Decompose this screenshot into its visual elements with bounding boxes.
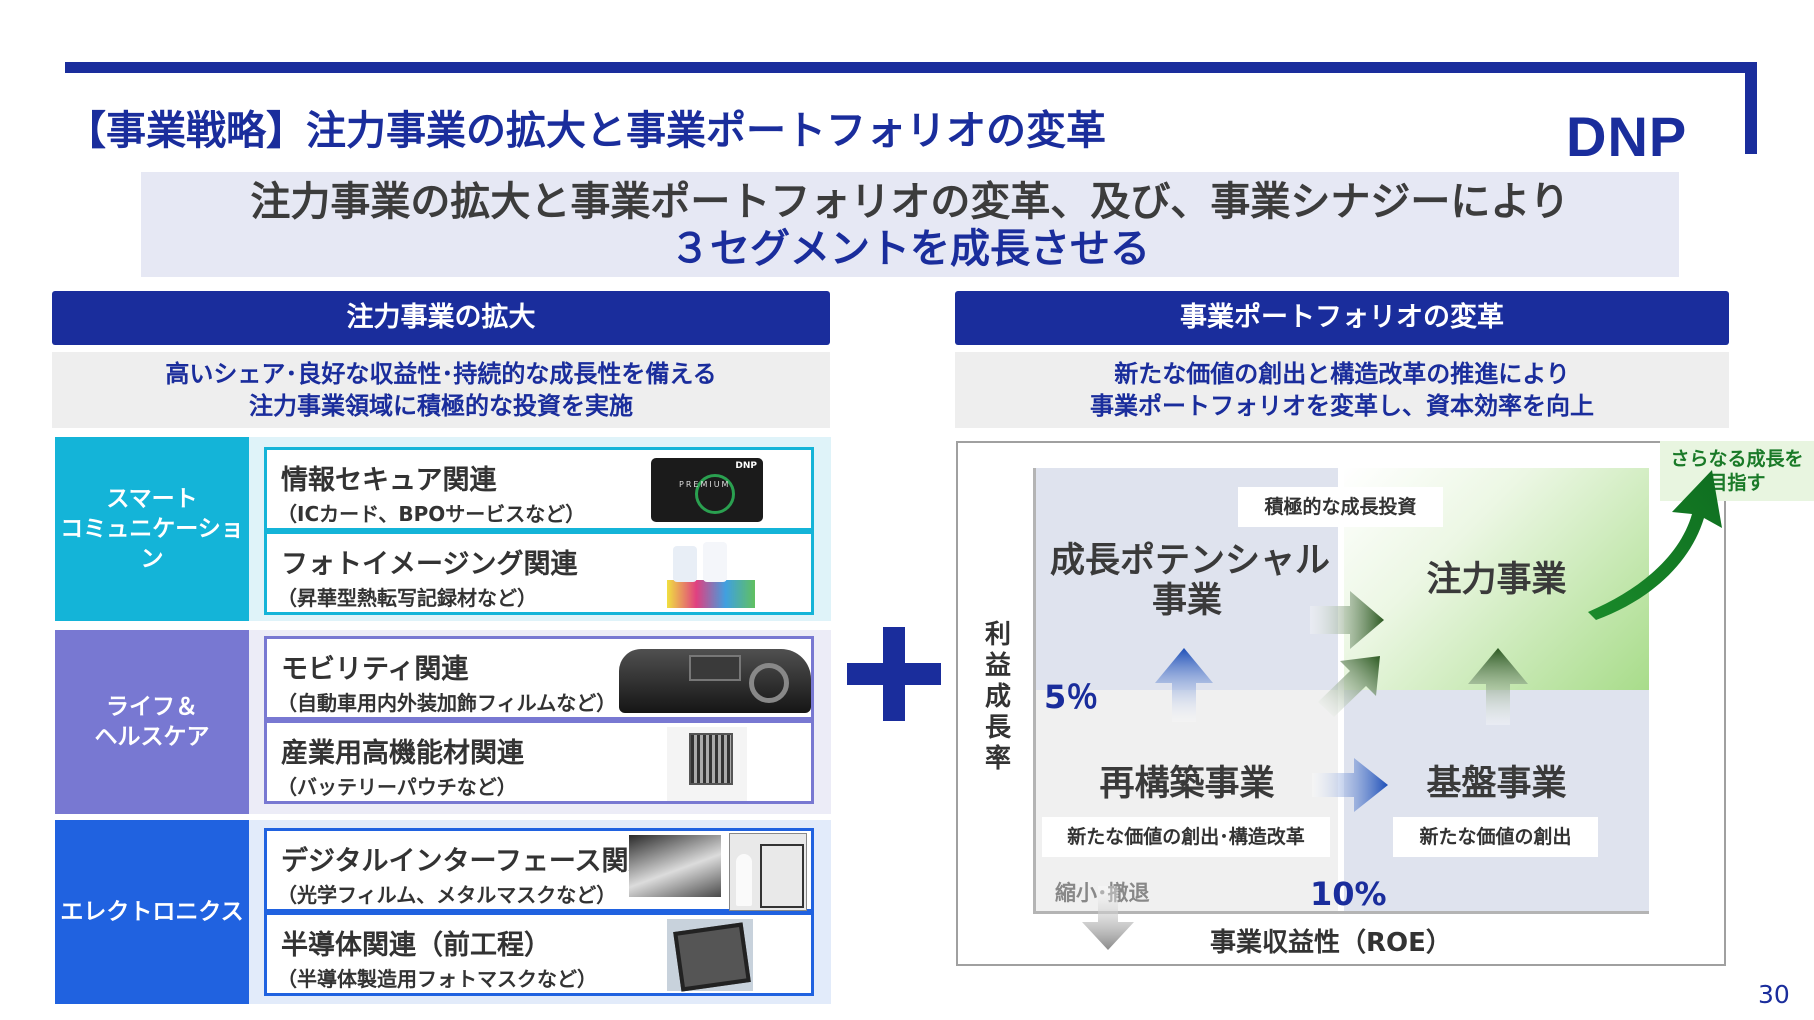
ic-card-image: DNP PREMIUM (651, 458, 763, 522)
arrow-right-blue-icon (1312, 758, 1388, 812)
tag-line: 目指す (1708, 472, 1766, 494)
business-item-mobility: モビリティ関連 （自動車用内外装加飾フィルムなど） (264, 636, 814, 720)
headline-line1: 注力事業の拡大と事業ポートフォリオの変革、及び、事業シナジーにより (250, 179, 1570, 225)
portfolio-transformation-heading: 事業ポートフォリオの変革 (955, 291, 1729, 345)
item-subtitle: （光学フィルム、メタルマスクなど） (277, 883, 617, 907)
photomask-image (667, 919, 753, 992)
subtitle-line: 高いシェア･良好な収益性･持続的な成長性を備える (165, 360, 717, 388)
item-subtitle: （半導体製造用フォトマスクなど） (277, 967, 597, 991)
arrow-up-green-icon (1468, 648, 1528, 725)
quadrant-base (1344, 690, 1649, 912)
segment-label-electronics: エレクトロニクス (55, 820, 249, 1004)
business-item-semiconductor: 半導体関連（前工程） （半導体製造用フォトマスクなど） (264, 912, 814, 996)
x-axis-title: 事業収益性（ROE） (1210, 928, 1452, 958)
tag-value-restructure: 新たな価値の創出･構造改革 (1042, 817, 1330, 857)
portfolio-transformation-subtitle: 新たな価値の創出と構造改革の推進により 事業ポートフォリオを変革し、資本効率を向… (955, 352, 1729, 428)
subtitle-line: 注力事業領域に積極的な投資を実施 (249, 392, 633, 420)
label-growth-potential: 成長ポテンシャル 事業 (1050, 541, 1331, 621)
headline-box: 注力事業の拡大と事業ポートフォリオの変革、及び、事業シナジーにより ３セグメント… (141, 172, 1679, 277)
item-title: フォトイメージング関連 (281, 549, 578, 580)
business-item-photo-imaging: フォトイメージング関連 （昇華型熱転写記録材など） (264, 531, 814, 615)
item-subtitle: （自動車用内外装加飾フィルムなど） (277, 691, 617, 715)
card-text: PREMIUM (679, 480, 731, 489)
page-number: 30 (1758, 980, 1790, 1009)
cleanroom-image (729, 833, 807, 911)
y-axis-line (1033, 468, 1036, 914)
subtitle-line: 新たな価値の創出と構造改革の推進により (1114, 360, 1570, 388)
item-subtitle: （バッテリーパウチなど） (277, 775, 517, 799)
x-threshold-label: 10% (1310, 875, 1387, 913)
card-emblem-icon (695, 474, 735, 514)
label-rebuild-business: 再構築事業 (1099, 764, 1275, 804)
label-base-business: 基盤事業 (1426, 764, 1567, 804)
label-line: 事業 (1151, 581, 1222, 621)
segment-label-life-healthcare: ライフ＆ ヘルスケア (55, 630, 249, 814)
plus-icon-vertical (883, 627, 905, 721)
tag-new-value: 新たな価値の創出 (1393, 817, 1598, 857)
segment-name: ライフ＆ (106, 694, 198, 720)
y-threshold-label: 5％ (1044, 678, 1099, 716)
business-item-industrial-materials: 産業用高機能材関連 （バッテリーパウチなど） (264, 720, 814, 804)
item-title: 産業用高機能材関連 (281, 738, 524, 769)
subtitle-line: 事業ポートフォリオを変革し、資本効率を向上 (1090, 392, 1594, 420)
segment-label-smart-communication: スマート コミュニケーション (55, 437, 249, 621)
tag-line: さらなる成長を (1670, 448, 1804, 470)
battery-pouch-image (667, 727, 747, 801)
car-interior-image (619, 649, 811, 713)
x-axis-line (1033, 911, 1649, 914)
label-focus-business: 注力事業 (1426, 560, 1567, 600)
segment-name: ヘルスケア (94, 724, 210, 750)
business-item-info-secure: 情報セキュア関連 （ICカード、BPOサービスなど） DNP PREMIUM (264, 447, 814, 531)
card-logo: DNP (735, 461, 757, 471)
arrow-up-blue-icon (1155, 648, 1213, 722)
item-subtitle: （ICカード、BPOサービスなど） (277, 502, 586, 526)
optical-film-image (629, 835, 721, 897)
focus-expansion-subtitle: 高いシェア･良好な収益性･持続的な成長性を備える 注力事業領域に積極的な投資を実… (52, 352, 830, 428)
arrow-right-green-icon (1310, 591, 1384, 649)
business-item-digital-interface: デジタルインターフェース関連 （光学フィルム、メタルマスクなど） (264, 828, 814, 912)
arrow-further-growth-icon (1588, 470, 1722, 620)
tag-further-growth: さらなる成長を 目指す (1660, 441, 1814, 501)
arrow-down-gray-icon (1082, 886, 1134, 950)
header-bar (65, 62, 1757, 73)
y-axis-title: 利益成長率 (984, 620, 1011, 774)
arrow-diagonal-green-icon (1318, 656, 1380, 717)
segment-name: エレクトロニクス (60, 899, 244, 925)
dnp-logo: DNP (1566, 105, 1688, 168)
focus-expansion-heading: 注力事業の拡大 (52, 291, 830, 345)
item-title: モビリティ関連 (281, 654, 469, 685)
headline-line2: ３セグメントを成長させる (670, 226, 1150, 272)
page-title: 【事業戦略】注力事業の拡大と事業ポートフォリオの変革 (66, 108, 1106, 154)
label-line: 成長ポテンシャル (1050, 541, 1331, 581)
segment-name: スマート (106, 486, 198, 512)
item-title: 情報セキュア関連 (281, 465, 497, 496)
ribbon-rolls-image (667, 540, 755, 610)
item-title: デジタルインターフェース関連 (281, 846, 656, 877)
segment-name: コミュニケーション (60, 516, 244, 572)
item-title: 半導体関連（前工程） (281, 930, 551, 961)
quadrant-rebuild (1036, 690, 1338, 912)
tag-active-investment: 積極的な成長投資 (1238, 487, 1443, 527)
steering-wheel-icon (749, 663, 789, 703)
item-subtitle: （昇華型熱転写記録材など） (277, 586, 537, 610)
header-corner-bar (1745, 62, 1757, 154)
